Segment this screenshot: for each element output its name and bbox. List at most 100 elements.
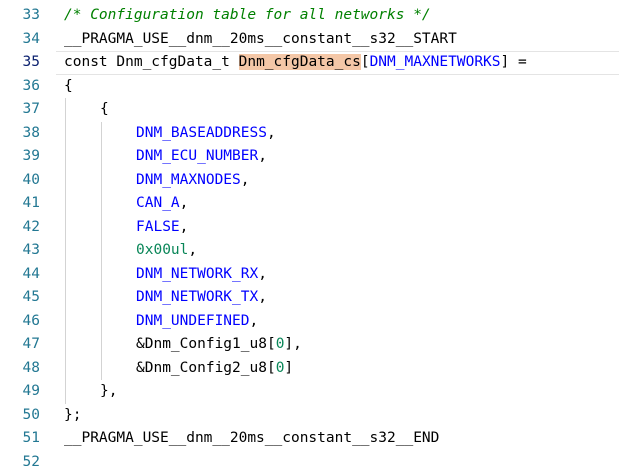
code-token: , [258, 289, 267, 305]
code-token: ], [284, 336, 302, 352]
indent-guide [64, 145, 100, 169]
code-line[interactable]: 49}, [0, 380, 619, 404]
indent-guide [100, 215, 136, 240]
indent-guide [64, 356, 100, 381]
line-code: /* Configuration table for all networks … [64, 4, 431, 28]
line-code: }; [64, 404, 81, 428]
code-line[interactable]: 52 [0, 451, 619, 474]
code-line[interactable]: 50}; [0, 404, 619, 428]
code-line[interactable]: 36{ [0, 75, 619, 99]
line-code: { [64, 75, 73, 99]
line-code: DNM_ECU_NUMBER, [64, 145, 267, 169]
line-code: __PRAGMA_USE__dnm__20ms__constant__s32__… [64, 427, 439, 451]
indent-guide [64, 121, 100, 146]
line-number: 48 [22, 359, 40, 376]
line-number: 50 [22, 406, 40, 423]
indent-guide [100, 356, 136, 381]
indent-guide [100, 192, 136, 216]
line-number: 35 [22, 54, 40, 70]
code-line[interactable]: 47&Dnm_Config1_u8[0], [0, 333, 619, 357]
indent-guide [64, 286, 100, 310]
line-code: DNM_BASEADDRESS, [64, 121, 276, 146]
code-line[interactable]: 44 DNM_NETWORK_RX, [0, 262, 619, 287]
line-number: 40 [22, 171, 40, 188]
indent-guide [100, 286, 136, 310]
line-number: 43 [22, 242, 40, 258]
code-macro-token: DNM_BASEADDRESS [136, 124, 267, 141]
code-macro-token: FALSE [136, 218, 180, 235]
code-macro-token: DNM_MAXNODES [136, 171, 241, 188]
code-macro-token: DNM_ECU_NUMBER [136, 148, 259, 164]
code-token: }, [100, 383, 118, 399]
line-code: &Dnm_Config1_u8[0], [64, 333, 302, 357]
line-code: const Dnm_cfgData_t Dnm_cfgData_cs[DNM_M… [64, 51, 527, 75]
line-code: DNM_NETWORK_TX, [64, 286, 267, 310]
code-line[interactable]: 41 CAN_A, [0, 192, 619, 216]
line-number: 46 [22, 312, 40, 329]
indent-guide [64, 262, 100, 287]
code-line[interactable]: 33 /* Configuration table for all network… [0, 4, 619, 28]
line-number: 44 [22, 265, 40, 282]
code-token: const Dnm_cfgData_t [64, 54, 239, 70]
line-code: DNM_NETWORK_RX, [64, 262, 267, 287]
code-macro-token: DNM_UNDEFINED [136, 312, 250, 329]
code-line[interactable]: 48&Dnm_Config2_u8[0] [0, 356, 619, 381]
indent-guide [64, 380, 100, 404]
code-token: [ [360, 54, 370, 70]
indent-guide [100, 168, 136, 193]
code-token: ] = [500, 54, 527, 70]
line-code: }, [64, 380, 117, 404]
code-token: ] [284, 359, 294, 376]
indent-guide [64, 239, 100, 263]
code-token: , [249, 312, 259, 329]
code-macro-token: DNM_NETWORK_RX [136, 265, 259, 282]
code-highlighted-identifier: Dnm_cfgData_cs [238, 54, 361, 70]
line-number: 52 [22, 453, 40, 470]
code-line[interactable]: 51__PRAGMA_USE__dnm__20ms__constant__s32… [0, 427, 619, 451]
code-comment: /* Configuration table for all networks … [64, 7, 431, 23]
indent-guide [100, 239, 136, 263]
code-editor[interactable]: 33 /* Configuration table for all network… [0, 4, 619, 474]
indent-guide [100, 145, 136, 169]
code-macro-token: DNM_MAXNETWORKS [369, 54, 501, 70]
code-line[interactable]: 35 const Dnm_cfgData_t Dnm_cfgData_cs[DNM… [0, 51, 619, 75]
code-line[interactable]: 40 DNM_MAXNODES, [0, 168, 619, 193]
indent-guide [64, 309, 100, 334]
indent-guide [100, 333, 136, 357]
line-number: 37 [22, 101, 40, 117]
code-line[interactable]: 38 DNM_BASEADDRESS, [0, 121, 619, 146]
code-line[interactable]: 34 __PRAGMA_USE__dnm__20ms__constant__s32… [0, 28, 619, 52]
indent-guide [100, 309, 136, 334]
line-code: DNM_UNDEFINED, [64, 309, 259, 334]
line-number: 34 [22, 30, 40, 47]
indent-guide [64, 333, 100, 357]
code-token: , [188, 242, 198, 258]
line-code: FALSE, [64, 215, 188, 240]
line-number: 49 [22, 383, 40, 399]
code-token: , [240, 171, 250, 188]
code-token: __PRAGMA_USE__dnm__20ms__constant__s32__… [64, 430, 440, 446]
code-line[interactable]: 46 DNM_UNDEFINED, [0, 309, 619, 334]
code-line[interactable]: 43 0x00ul, [0, 239, 619, 263]
code-token: &Dnm_Config1_u8[ [136, 336, 276, 352]
line-code: { [64, 98, 109, 122]
line-code: 0x00ul, [64, 239, 197, 263]
code-number-literal: 0 [275, 336, 285, 352]
line-number: 33 [22, 7, 40, 23]
line-number: 47 [22, 336, 40, 352]
indent-guide [64, 168, 100, 193]
indent-guide [64, 98, 100, 122]
line-code: DNM_MAXNODES, [64, 168, 250, 193]
line-code: __PRAGMA_USE__dnm__20ms__constant__s32__… [64, 28, 457, 52]
line-code: CAN_A, [64, 192, 188, 216]
indent-guide [100, 121, 136, 146]
line-number: 38 [22, 124, 40, 141]
code-macro-token: DNM_NETWORK_TX [136, 289, 259, 305]
line-code: &Dnm_Config2_u8[0] [64, 356, 294, 381]
code-token: &Dnm_Config2_u8[ [136, 359, 276, 376]
code-line[interactable]: 37 { [0, 98, 619, 122]
line-number: 41 [22, 195, 40, 211]
